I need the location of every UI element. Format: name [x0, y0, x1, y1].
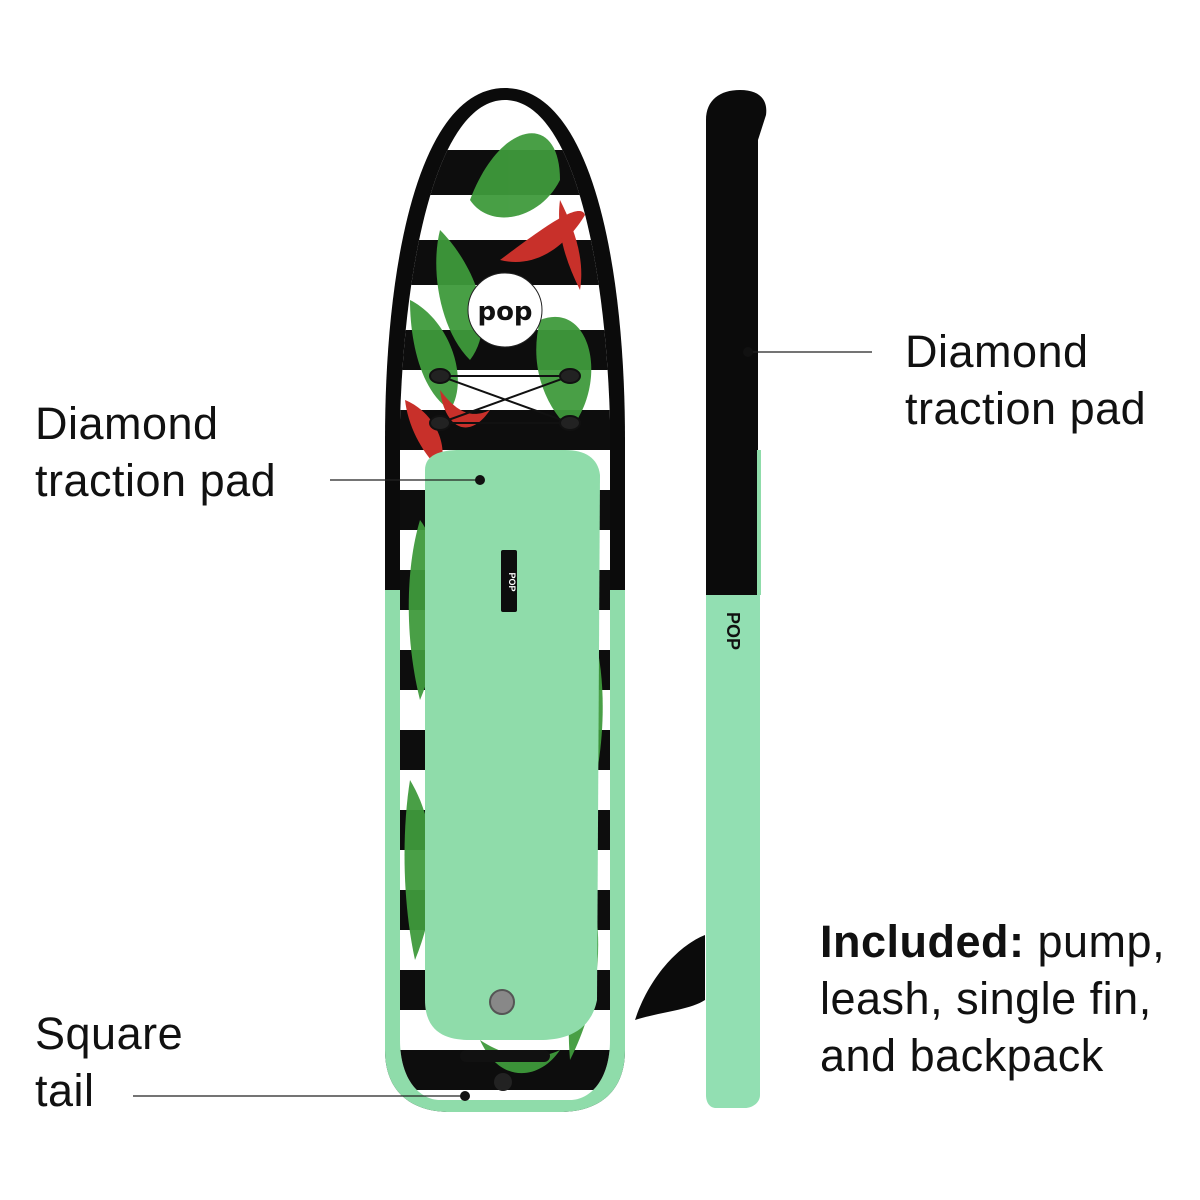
included-heading: Included:	[820, 916, 1025, 967]
included-text: pump,	[1024, 916, 1166, 967]
included-text: and backpack	[820, 1030, 1104, 1081]
svg-text:pop: pop	[477, 297, 532, 327]
callout-dot	[460, 1091, 470, 1101]
handle-logo: POP	[507, 572, 517, 591]
callout-text: traction pad	[35, 455, 277, 506]
board-side-view: POP	[635, 90, 767, 1108]
callout-dot	[743, 347, 753, 357]
callout-top-traction-pad: Diamond traction pad	[35, 395, 276, 509]
callout-text: Square	[35, 1008, 184, 1059]
side-rail-mint	[706, 595, 760, 1108]
bungee-cords	[429, 368, 581, 431]
tail-handle	[460, 1050, 550, 1062]
fin	[635, 935, 705, 1020]
side-rail-black	[706, 90, 767, 595]
callout-leaders	[133, 351, 872, 1097]
callout-dot	[475, 475, 485, 485]
carry-handle	[501, 550, 517, 612]
included-items-text: Included: pump, leash, single fin, and b…	[820, 913, 1165, 1084]
leash-plug	[494, 1073, 512, 1091]
callout-text: Diamond	[35, 398, 219, 449]
side-traction-pad-edge	[757, 450, 761, 595]
callout-square-tail: Square tail	[35, 1005, 183, 1119]
side-logo: POP	[723, 612, 743, 650]
callout-text: tail	[35, 1065, 95, 1116]
callout-side-traction-pad: Diamond traction pad	[905, 323, 1146, 437]
included-text: leash, single fin,	[820, 973, 1152, 1024]
board-top-view: pop POP	[385, 88, 625, 1112]
callout-text: Diamond	[905, 326, 1089, 377]
air-valve	[489, 989, 515, 1015]
pop-logo-badge: pop	[467, 272, 543, 348]
diamond-traction-pad	[425, 450, 600, 1040]
callout-text: traction pad	[905, 383, 1147, 434]
